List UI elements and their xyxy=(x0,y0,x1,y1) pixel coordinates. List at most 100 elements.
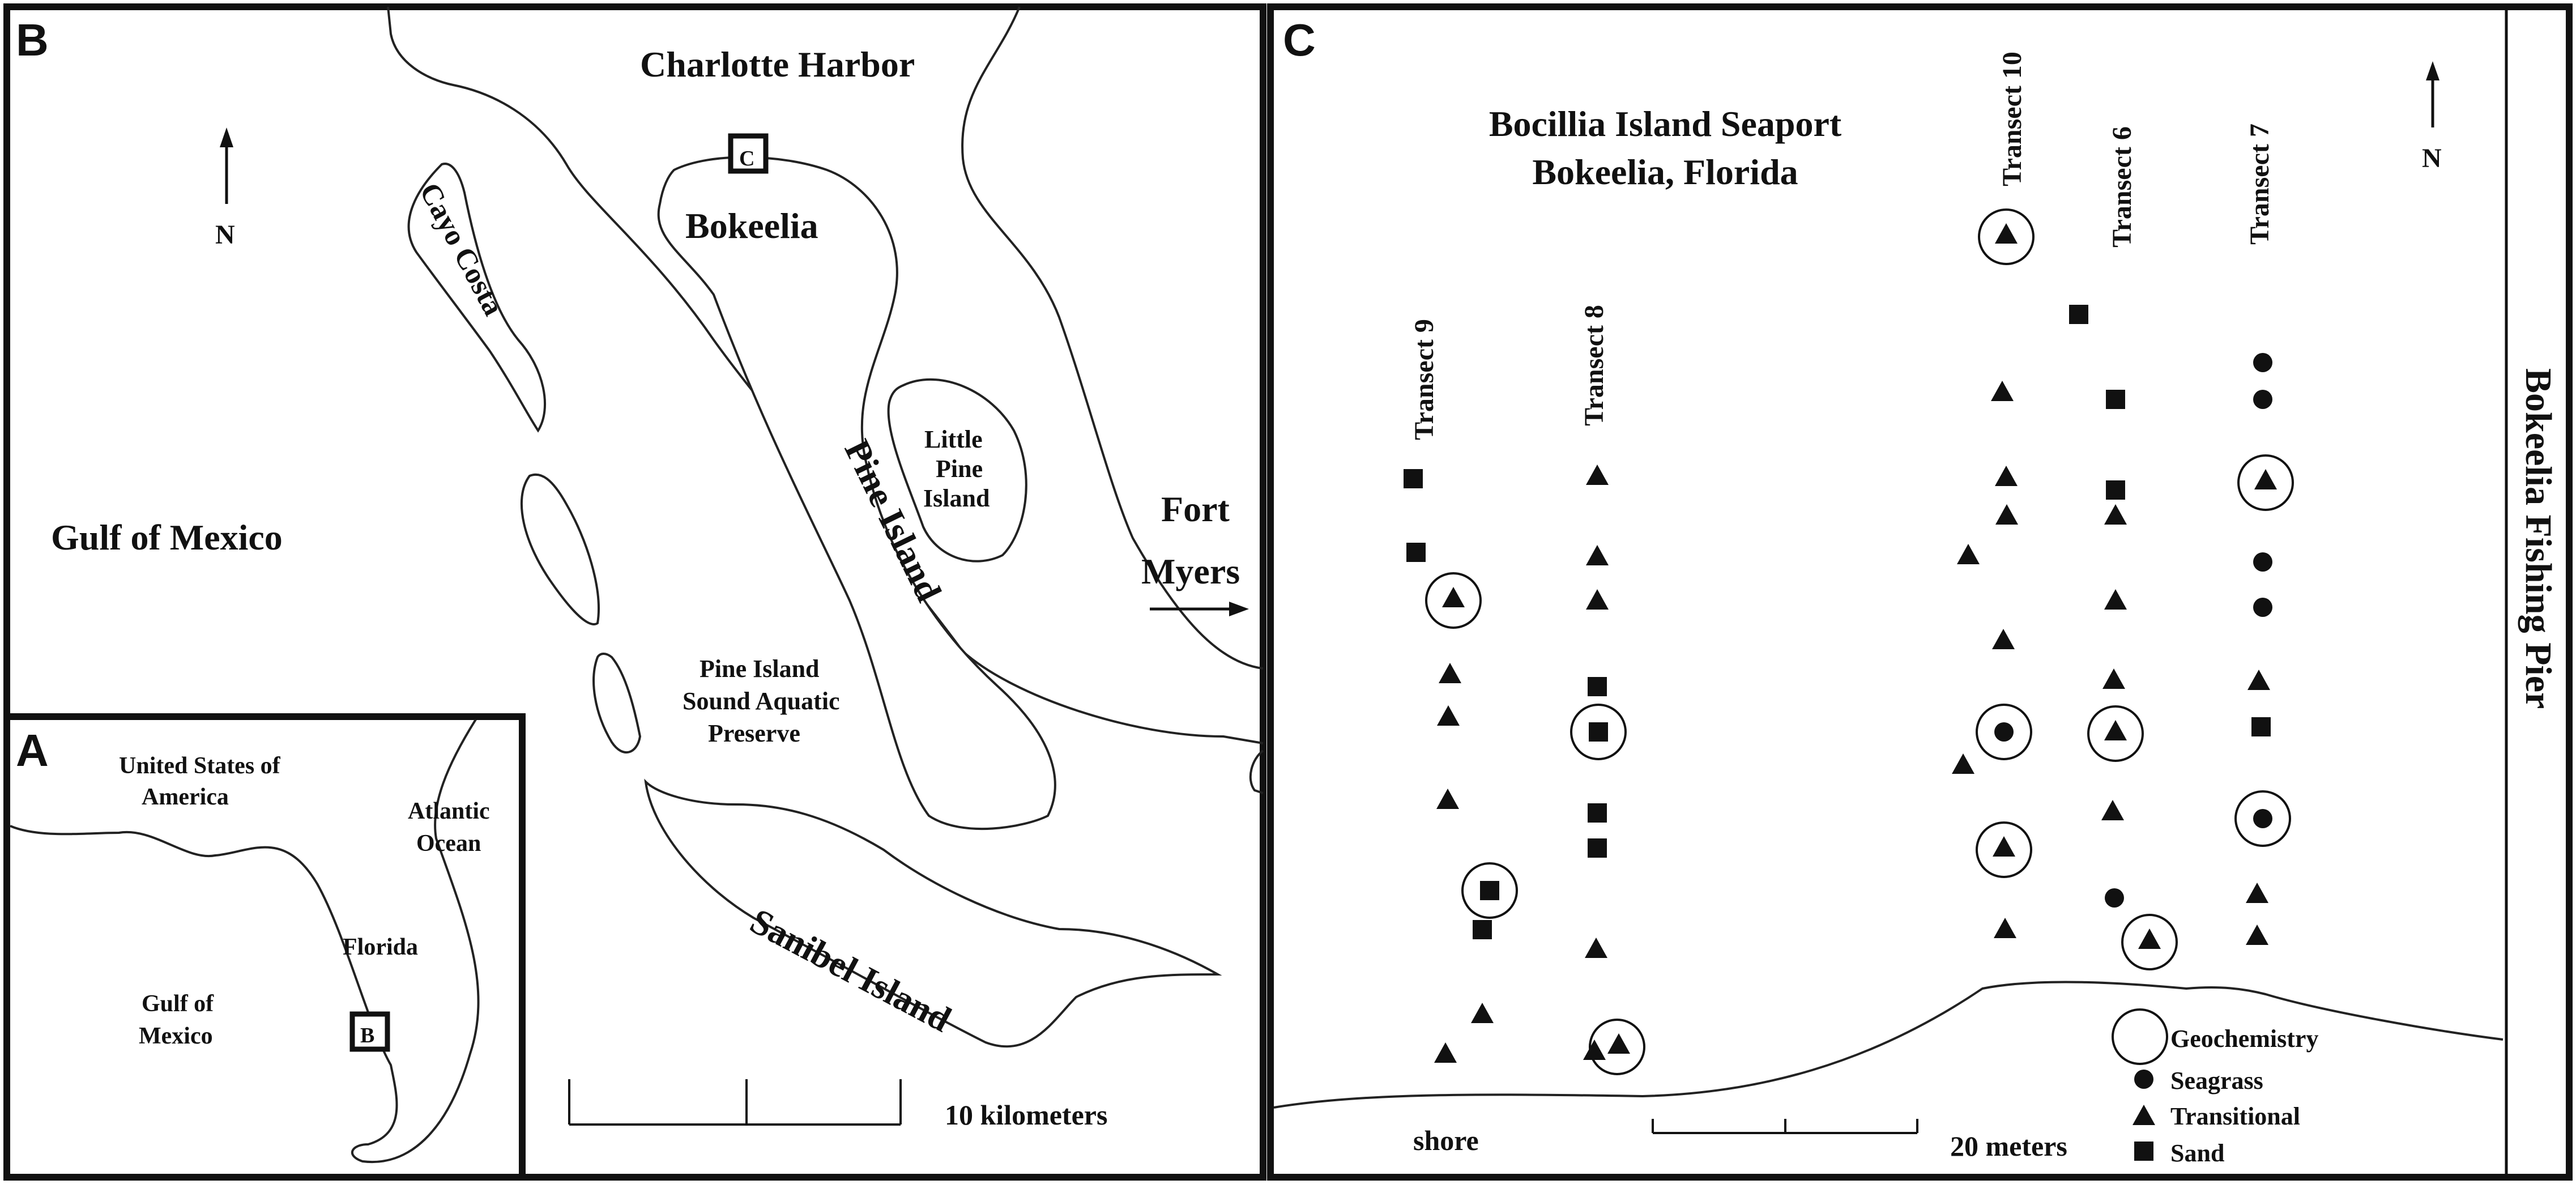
seagrass-marker xyxy=(2253,598,2272,617)
geochemistry-ring xyxy=(1425,572,1482,629)
sand-marker xyxy=(1406,543,1426,562)
legend-seagrass-label: Seagrass xyxy=(2170,1067,2263,1094)
transitional-marker xyxy=(1586,589,1609,610)
panel-a-letter: A xyxy=(16,725,49,776)
sand-marker xyxy=(1589,722,1608,742)
panel-b: B Charlotte Harbor Cayo Costa Bokeelia P… xyxy=(3,3,1266,1181)
legend-transitional-icon xyxy=(2133,1105,2155,1125)
island-middle xyxy=(520,473,600,625)
scale-bar-b xyxy=(568,1079,902,1126)
transitional-marker xyxy=(1585,938,1607,958)
transitional-marker xyxy=(1993,836,2015,857)
fort-label-2: Myers xyxy=(1141,551,1240,591)
sand-marker xyxy=(1588,803,1607,823)
transect-label: Transect 9 xyxy=(1409,319,1439,440)
sand-marker xyxy=(2106,480,2125,500)
transitional-marker xyxy=(2104,720,2127,740)
transitional-marker xyxy=(1442,587,1465,607)
transitional-marker xyxy=(2138,929,2161,949)
atlantic-label-1: Atlantic xyxy=(408,798,490,824)
sample-markers xyxy=(1404,208,2294,1075)
sand-marker xyxy=(1588,838,1607,858)
transect-label: Transect 6 xyxy=(2107,126,2137,248)
usa-label-2: America xyxy=(142,784,229,810)
gulf-label-1: Gulf of xyxy=(142,991,214,1017)
transitional-marker xyxy=(1994,918,2016,938)
transitional-marker xyxy=(1992,629,2015,649)
transitional-marker xyxy=(1586,545,1609,565)
seagrass-marker xyxy=(2253,390,2272,409)
panel-b-frame xyxy=(3,3,1266,1181)
legend-sand-label: Sand xyxy=(2170,1139,2224,1167)
site-b-box-label: B xyxy=(360,1024,374,1047)
sand-marker xyxy=(2069,305,2088,324)
transitional-marker xyxy=(2101,800,2124,820)
sand-marker xyxy=(2106,390,2125,409)
charlotte-harbor-label: Charlotte Harbor xyxy=(640,44,915,84)
site-c-box-label: C xyxy=(739,147,754,171)
sand-marker xyxy=(2251,717,2271,736)
florida-label: Florida xyxy=(343,934,418,960)
geochemistry-ring xyxy=(2237,454,2294,511)
sand-marker xyxy=(1480,881,1499,900)
pine-island xyxy=(657,156,1056,830)
geochemistry-ring xyxy=(1461,862,1518,919)
transitional-marker xyxy=(1952,753,1974,774)
transitional-marker xyxy=(1957,544,1980,564)
sanibel-island xyxy=(644,778,1222,1048)
transect-label: Transect 10 xyxy=(1997,52,2027,186)
transitional-marker xyxy=(2247,670,2270,690)
panel-a: A United States of America Atlantic Ocea… xyxy=(3,713,526,1181)
panel-c-letter: C xyxy=(1283,15,1316,65)
geochemistry-ring xyxy=(1976,821,2032,878)
panel-c-frame xyxy=(1267,3,2573,1181)
site-b-box: B xyxy=(349,1011,390,1052)
legend-seagrass-icon xyxy=(2134,1070,2153,1089)
transitional-marker xyxy=(1607,1033,1630,1054)
pier-label: Bokeelia Fishing Pier xyxy=(2518,368,2559,709)
north-arrow-c-icon xyxy=(2426,61,2439,127)
legend: Geochemistry Seagrass Transitional Sand xyxy=(2112,1008,2318,1167)
transitional-marker xyxy=(1995,223,2018,244)
seagrass-marker xyxy=(2253,809,2272,828)
island-south xyxy=(592,653,642,754)
sand-marker xyxy=(1473,920,1492,939)
geochemistry-ring xyxy=(2121,914,2178,970)
transitional-marker xyxy=(1991,381,2014,401)
transitional-marker xyxy=(1439,663,1461,683)
atlantic-label-2: Ocean xyxy=(416,830,481,857)
geochemistry-ring xyxy=(1978,208,2035,265)
transitional-marker xyxy=(1583,1040,1606,1060)
transect-label: Transect 7 xyxy=(2245,123,2275,245)
mainland-coastline xyxy=(387,6,1264,744)
seagrass-marker xyxy=(2253,353,2272,372)
little-pine-label-3: Island xyxy=(923,484,990,512)
legend-transitional-label: Transitional xyxy=(2170,1102,2300,1130)
transitional-marker xyxy=(1586,465,1609,485)
preserve-label-1: Pine Island xyxy=(700,655,820,683)
transitional-marker xyxy=(1471,1003,1494,1023)
panel-a-frame xyxy=(3,713,526,1181)
transitional-marker xyxy=(1437,705,1460,726)
geochemistry-ring xyxy=(2087,705,2144,762)
legend-sand-icon xyxy=(2134,1142,2153,1161)
seagrass-marker xyxy=(2253,552,2272,572)
transitional-marker xyxy=(2102,668,2125,689)
cayo-costa-island xyxy=(407,163,546,433)
sand-marker xyxy=(1588,677,1607,696)
title-line-2: Bokeelia, Florida xyxy=(1532,152,1798,192)
title-line-1: Bocillia Island Seaport xyxy=(1489,104,1842,144)
little-pine-label-2: Pine xyxy=(936,455,983,483)
legend-geochemistry-icon xyxy=(2112,1008,2168,1065)
fort-label-1: Fort xyxy=(1161,489,1230,529)
geochemistry-ring xyxy=(1570,704,1627,760)
north-label: N xyxy=(215,220,235,250)
usa-label-1: United States of xyxy=(119,753,281,779)
scale-label-b: 10 kilometers xyxy=(945,1099,1107,1131)
sand-marker xyxy=(1404,469,1423,488)
gulf-of-mexico-label: Gulf of Mexico xyxy=(51,517,283,557)
legend-geochemistry-label: Geochemistry xyxy=(2170,1025,2318,1053)
geochemistry-ring xyxy=(2234,790,2291,847)
transitional-marker xyxy=(2104,504,2127,525)
